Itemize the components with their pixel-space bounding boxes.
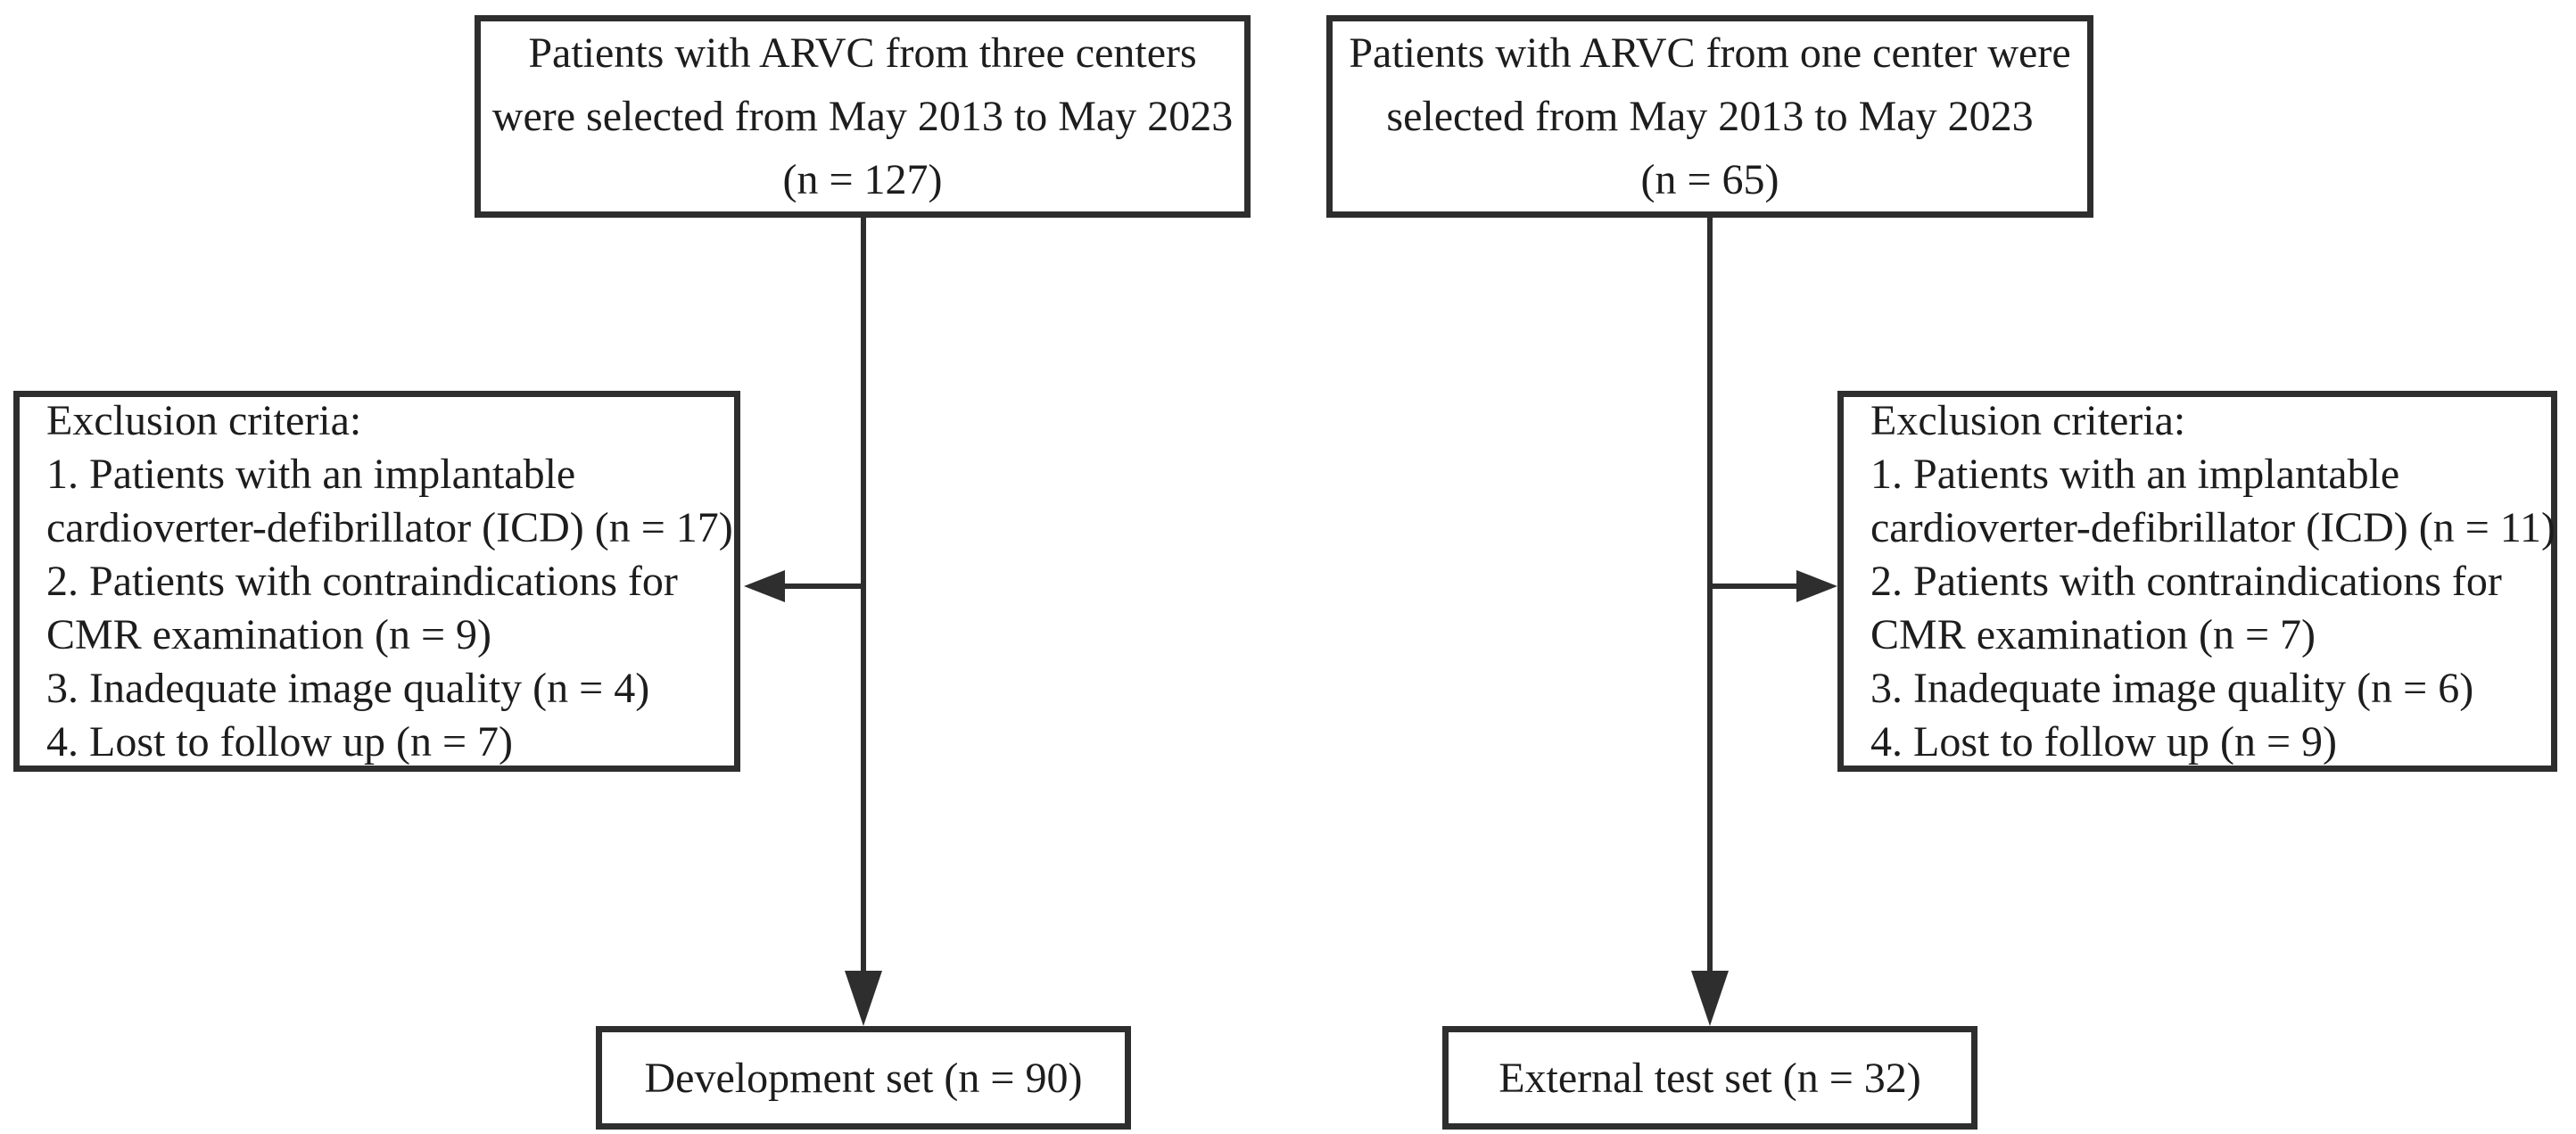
box-line: 1. Patients with an implantable [46, 450, 576, 498]
arrowhead-down-left-icon [845, 971, 882, 1026]
box-line: Development set (n = 90) [644, 1054, 1083, 1102]
exclusion-box-right: Exclusion criteria: 1. Patients with an … [1837, 391, 2557, 772]
connector-right-horizontal [1710, 584, 1796, 589]
connector-right-vertical [1707, 218, 1713, 976]
box-line: 3. Inadequate image quality (n = 4) [46, 664, 650, 712]
arrowhead-right-icon [1796, 570, 1837, 602]
box-line: 2. Patients with contraindications for [1870, 557, 2502, 605]
connector-left-vertical [861, 218, 866, 976]
box-line: 3. Inadequate image quality (n = 6) [1870, 664, 2474, 712]
external-test-set-box: External test set (n = 32) [1442, 1026, 1977, 1130]
box-line: 1. Patients with an implantable [1870, 450, 2400, 498]
exclusion-box-left: Exclusion criteria: 1. Patients with an … [13, 391, 740, 772]
box-line: Patients with ARVC from three centers [528, 29, 1197, 77]
box-line: External test set (n = 32) [1499, 1054, 1921, 1102]
box-line: Patients with ARVC from one center were [1349, 29, 2071, 77]
box-line: CMR examination (n = 7) [1870, 610, 2316, 658]
arrowhead-down-right-icon [1691, 971, 1729, 1026]
box-line: Exclusion criteria: [46, 396, 362, 444]
arrowhead-left-icon [744, 570, 785, 602]
source-box-one-center: Patients with ARVC from one center were … [1326, 15, 2093, 218]
box-line: were selected from May 2013 to May 2023 [491, 93, 1234, 140]
box-line: selected from May 2013 to May 2023 [1386, 93, 2034, 140]
box-line: cardioverter-defibrillator (ICD) (n = 11… [1870, 503, 2555, 551]
box-line: (n = 65) [1640, 156, 1779, 203]
box-line: 4. Lost to follow up (n = 9) [1870, 717, 2338, 766]
box-line: 4. Lost to follow up (n = 7) [46, 717, 514, 766]
development-set-box: Development set (n = 90) [596, 1026, 1131, 1130]
box-line: CMR examination (n = 9) [46, 610, 492, 658]
source-box-three-centers: Patients with ARVC from three centers we… [475, 15, 1251, 218]
box-line: (n = 127) [782, 156, 943, 203]
box-line: cardioverter-defibrillator (ICD) (n = 17… [46, 503, 733, 551]
connector-left-horizontal [781, 584, 863, 589]
box-line: Exclusion criteria: [1870, 396, 2186, 444]
box-line: 2. Patients with contraindications for [46, 557, 678, 605]
